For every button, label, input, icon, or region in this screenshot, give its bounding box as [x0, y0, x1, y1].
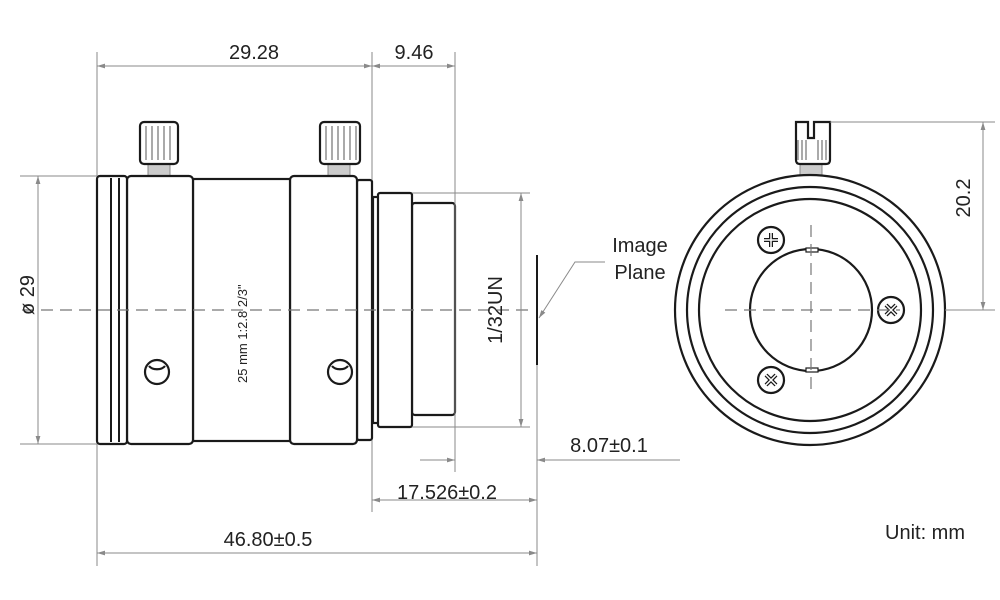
locking-screw-right	[318, 120, 362, 178]
dim-29-28: 29.28	[229, 42, 279, 64]
dim-back-focal: 17.526±0.2	[397, 482, 497, 504]
dim-flange-back: 8.07±0.1	[570, 435, 648, 457]
dim-thread: 1/32UN	[485, 276, 507, 344]
locking-screw-left	[138, 120, 180, 178]
set-screw-hole	[326, 358, 354, 386]
lens-marking: 25 mm 1:2.8 2/3"	[235, 284, 250, 383]
cross-screw-icon	[756, 225, 786, 255]
cross-screw-icon	[756, 365, 786, 395]
dimension-lines	[20, 52, 680, 566]
image-plane-label-1: Image	[612, 235, 668, 257]
dim-total-length: 46.80±0.5	[224, 529, 313, 551]
top-screw	[794, 120, 832, 166]
front-view	[673, 120, 995, 447]
dim-9-46: 9.46	[395, 42, 434, 64]
side-view: 25 mm 1:2.8 2/3"	[22, 120, 530, 446]
cross-screw-icon	[876, 295, 906, 325]
image-plane-label-2: Plane	[614, 262, 665, 284]
dim-diameter: ø 29	[17, 275, 39, 315]
set-screw-hole	[143, 358, 171, 386]
unit-label: Unit: mm	[885, 522, 965, 544]
dim-screw-height: 20.2	[953, 179, 975, 218]
